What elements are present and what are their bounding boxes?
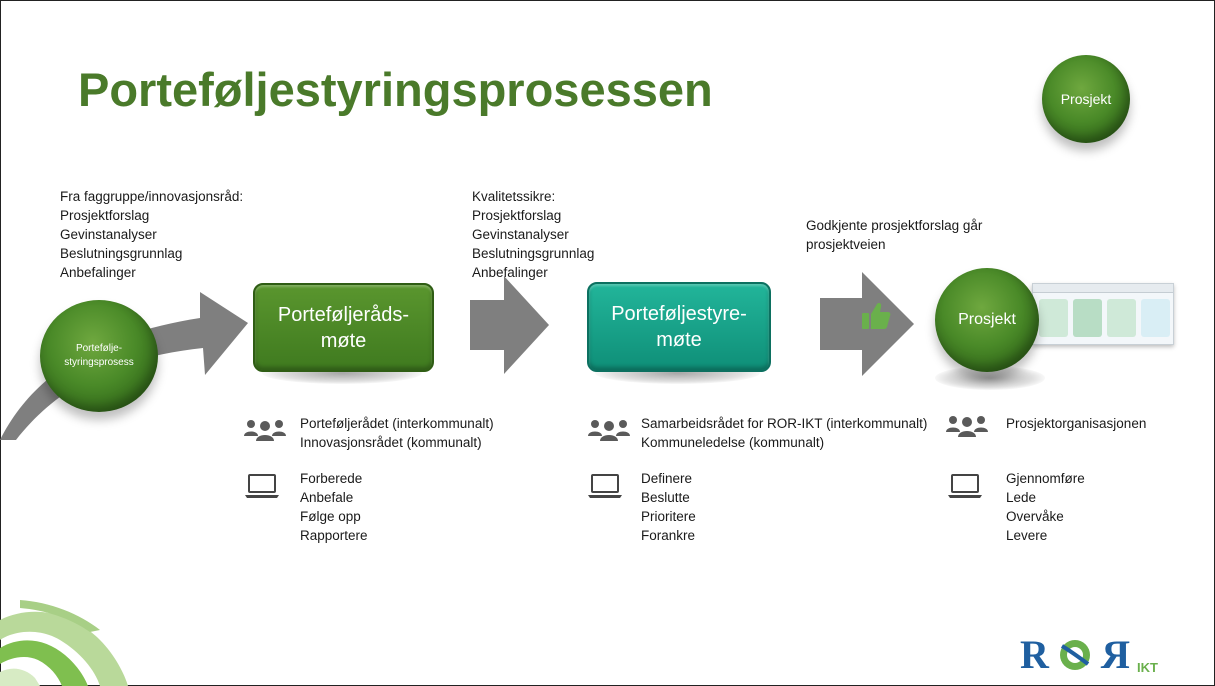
input-line: Beslutningsgrunnlag <box>60 246 183 261</box>
task-item: Følge opp <box>300 509 361 524</box>
tasks-list: Forberede Anbefale Følge opp Rapportere <box>300 469 368 545</box>
quality-line: Prosjektforslag <box>472 208 562 223</box>
slide-title: Porteføljestyringsprosessen <box>78 63 713 116</box>
tasks-list: Definere Beslutte Prioritere Forankre <box>641 469 696 545</box>
box-line: Porteføljeråds- <box>277 303 410 326</box>
participants-list: Porteføljerådet (interkommunalt) Innovas… <box>300 414 494 452</box>
decorative-swoosh-icon <box>0 600 128 686</box>
quality-heading: Kvalitetssikre: <box>472 189 556 204</box>
portfolio-board-meeting-box: Porteføljestyre- møte <box>587 282 771 372</box>
laptop-icon <box>588 474 622 498</box>
box-line: møte <box>656 329 702 351</box>
participant-item: Kommuneledelse (kommunalt) <box>641 435 825 450</box>
task-item: Rapportere <box>300 528 368 543</box>
project-portal-thumbnail <box>1032 283 1174 345</box>
start-process-label: Portefølje- styringsprosess <box>64 343 134 368</box>
input-line: Prosjektforslag <box>60 208 150 223</box>
logo-letter-r: R <box>1020 632 1050 674</box>
logo-letter-r-mirrored: R <box>1100 632 1130 674</box>
project-badge: Prosjekt <box>1042 55 1130 143</box>
approved-text-block: Godkjente prosjektforslag går prosjektve… <box>806 216 982 254</box>
portfolio-council-meeting-box: Porteføljeråds- møte <box>253 283 434 372</box>
task-item: Prioritere <box>641 509 696 524</box>
task-item: Gjennomføre <box>1006 471 1085 486</box>
box-line: møte <box>320 329 367 352</box>
thumbnail-card <box>1073 299 1102 337</box>
participant-item: Prosjektorganisasjonen <box>1006 416 1147 431</box>
ror-ikt-logo: R R IKT <box>1012 632 1197 677</box>
participant-item: Samarbeidsrådet for ROR-IKT (interkommun… <box>641 416 928 431</box>
people-icon <box>244 420 286 441</box>
approved-line: prosjektveien <box>806 237 886 252</box>
task-item: Beslutte <box>641 490 690 505</box>
arrow-icon <box>470 276 549 374</box>
quality-line: Gevinstanalyser <box>472 227 569 242</box>
people-icon <box>946 416 988 437</box>
task-item: Overvåke <box>1006 509 1064 524</box>
thumbnail-card <box>1107 299 1136 337</box>
thumbs-up-icon <box>862 303 891 329</box>
ror-ikt-logo-mark: R R IKT <box>1020 632 1158 677</box>
task-item: Definere <box>641 471 693 486</box>
laptop-icon <box>245 474 279 498</box>
participants-list: Samarbeidsrådet for ROR-IKT (interkommun… <box>641 414 927 452</box>
thumbnail-toolbar <box>1033 284 1173 293</box>
input-line: Gevinstanalyser <box>60 227 157 242</box>
laptop-icon <box>948 474 982 498</box>
start-process-ball: Portefølje- styringsprosess <box>40 300 158 412</box>
project-ball-label: Prosjekt <box>958 311 1016 328</box>
task-item: Anbefale <box>300 490 354 505</box>
tasks-list: Gjennomføre Lede Overvåke Levere <box>1006 469 1085 545</box>
logo-sub: IKT <box>1137 660 1158 674</box>
participant-item: Innovasjonsrådet (kommunalt) <box>300 435 482 450</box>
task-item: Forankre <box>641 528 696 543</box>
quality-line: Anbefalinger <box>472 265 548 280</box>
thumbnail-card <box>1141 299 1170 337</box>
task-item: Lede <box>1006 490 1037 505</box>
box-line: Porteføljestyre- <box>611 303 747 325</box>
curved-arrow-icon <box>0 292 248 440</box>
input-line: Anbefalinger <box>60 265 136 280</box>
people-icon <box>588 420 630 441</box>
input-heading: Fra faggruppe/innovasjonsråd: <box>60 189 244 204</box>
participant-item: Porteføljerådet (interkommunalt) <box>300 416 494 431</box>
participants-list: Prosjektorganisasjonen <box>1006 414 1146 433</box>
quality-line: Beslutningsgrunnlag <box>472 246 595 261</box>
project-badge-label: Prosjekt <box>1060 91 1112 107</box>
thumbnail-card <box>1039 299 1068 337</box>
project-ball: Prosjekt <box>935 268 1039 372</box>
quality-text-block: Kvalitetssikre: Prosjektforslag Gevinsta… <box>472 187 594 282</box>
task-item: Levere <box>1006 528 1048 543</box>
task-item: Forberede <box>300 471 363 486</box>
approved-line: Godkjente prosjektforslag går <box>806 218 983 233</box>
input-text-block: Fra faggruppe/innovasjonsråd: Prosjektfo… <box>60 187 243 282</box>
